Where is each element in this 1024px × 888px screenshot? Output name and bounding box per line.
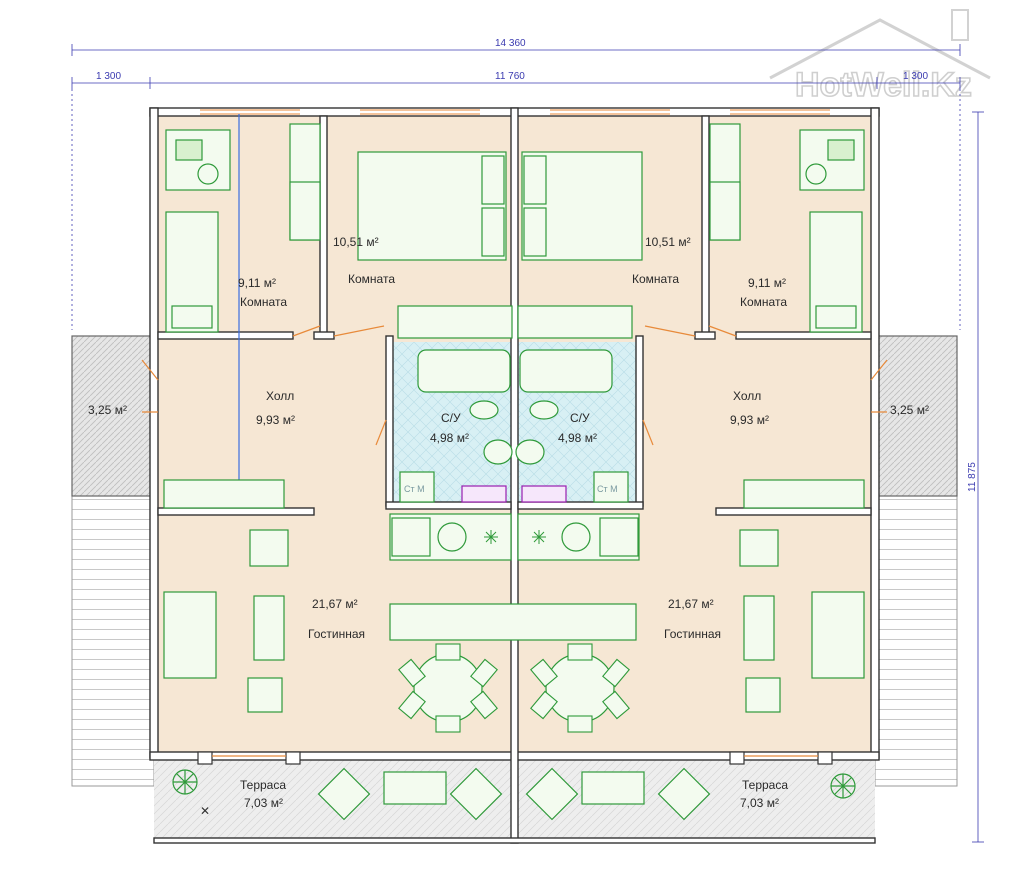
right-stair-deck <box>874 495 958 787</box>
left-hall-name: Холл <box>266 389 294 403</box>
right-bathroom-area: 4,98 м² <box>558 431 597 445</box>
left-small-room-area: 9,11 м² <box>238 276 276 290</box>
left-small-room-name: Комната <box>240 295 287 309</box>
right-hall-name: Холл <box>733 389 761 403</box>
right-hall-area: 9,93 м² <box>730 413 769 427</box>
door-swings <box>141 325 888 757</box>
left-living-area: 21,67 м² <box>312 597 358 611</box>
kitchen-light-icon <box>484 530 546 544</box>
left-living-name: Гостинная <box>308 627 365 641</box>
right-bedroom-area: 10,51 м² <box>645 235 691 249</box>
right-terrace-name: Терраса <box>742 778 788 792</box>
right-washer-label: Ст М <box>597 484 618 494</box>
dim-left-balcony: 1 300 <box>96 71 121 82</box>
left-terrace-name: Терраса <box>240 778 286 792</box>
dim-inner-width: 11 760 <box>495 71 525 82</box>
left-bathroom-area: 4,98 м² <box>430 431 469 445</box>
dim-total-width: 14 360 <box>495 38 526 49</box>
terrace-marker-icon: ✕ <box>200 804 210 818</box>
right-living-name: Гостинная <box>664 627 721 641</box>
left-bedroom-area: 10,51 м² <box>333 235 379 249</box>
right-living-area: 21,67 м² <box>668 597 714 611</box>
left-hall-area: 9,93 м² <box>256 413 295 427</box>
dim-total-height: 11 875 <box>967 462 978 492</box>
dim-right-balcony: 1 300 <box>903 71 928 82</box>
right-balcony-floor <box>874 335 958 497</box>
dimension-lines <box>71 44 984 843</box>
left-washer-label: Ст М <box>404 484 425 494</box>
room-labels: 9,11 м² Комната 10,51 м² Комната 10,51 м… <box>88 235 929 810</box>
watermark-text: HotWell.Kz <box>795 66 972 104</box>
left-stair-deck <box>71 495 155 787</box>
left-balcony-floor <box>71 335 155 497</box>
windows <box>200 109 830 115</box>
dining-chairs <box>398 643 630 733</box>
right-bedroom-name: Комната <box>632 272 679 286</box>
watermark-logo: HotWell.Kz <box>769 9 991 105</box>
left-bathroom-name: С/У <box>441 411 461 425</box>
left-balcony-area: 3,25 м² <box>88 403 127 417</box>
walls <box>149 107 880 844</box>
right-bathroom-name: С/У <box>570 411 590 425</box>
right-balcony-area: 3,25 м² <box>890 403 929 417</box>
plant-icon <box>830 773 856 799</box>
furniture <box>163 123 865 821</box>
wall-posts <box>197 751 833 765</box>
right-small-room-name: Комната <box>740 295 787 309</box>
right-terrace-area: 7,03 м² <box>740 796 779 810</box>
right-small-room-area: 9,11 м² <box>748 276 786 290</box>
left-terrace-area: 7,03 м² <box>244 796 283 810</box>
left-bedroom-name: Комната <box>348 272 395 286</box>
plant-icon <box>172 769 198 795</box>
